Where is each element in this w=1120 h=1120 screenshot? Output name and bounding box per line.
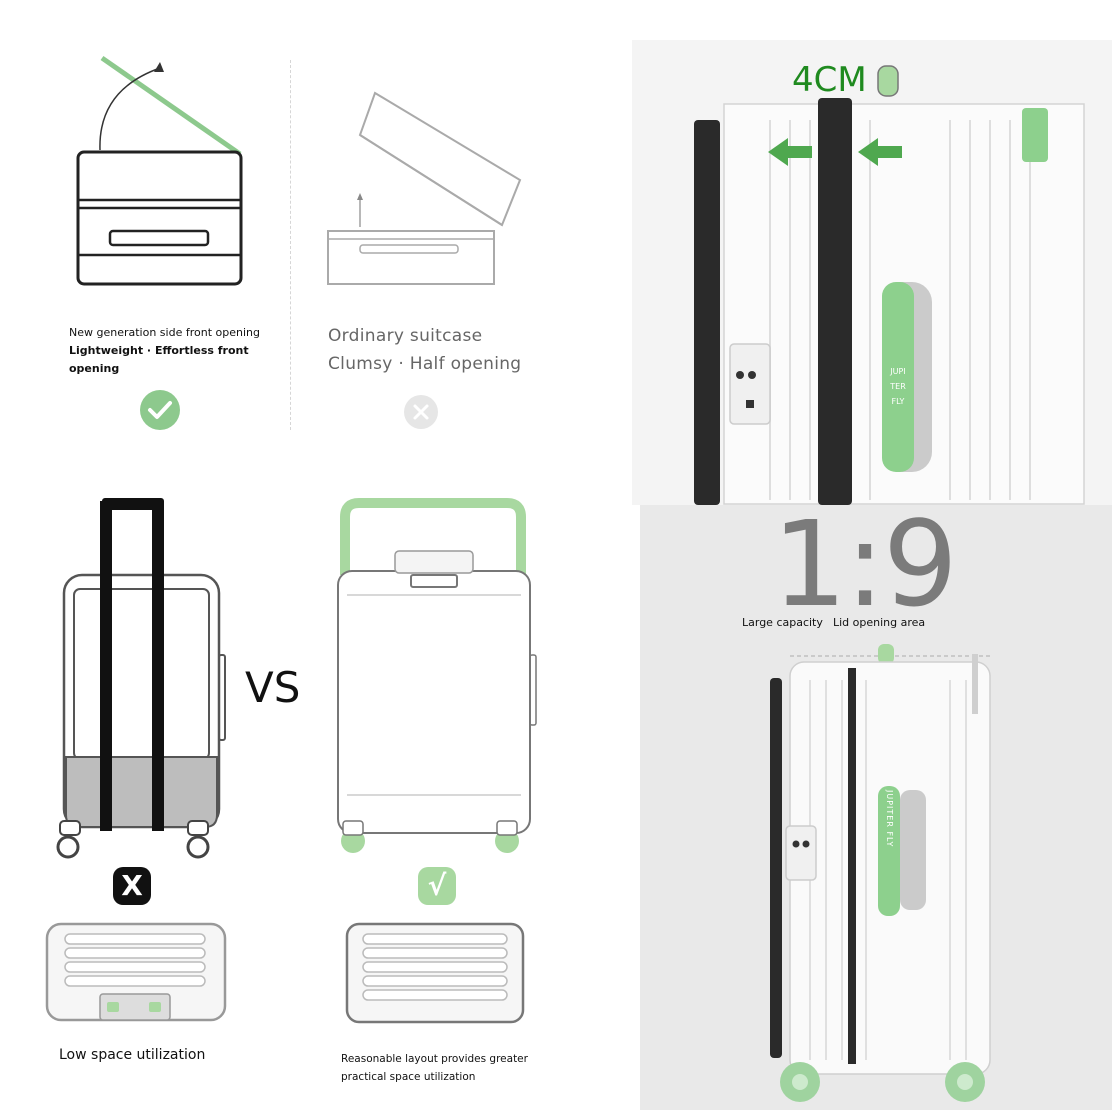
center-frame <box>848 668 856 1064</box>
new-suitcase-diagram <box>337 498 537 853</box>
opening-arc <box>99 67 161 151</box>
case-handle <box>108 229 210 247</box>
center-frame <box>818 98 852 505</box>
cross-circle-icon <box>404 395 438 429</box>
brand-line: JUPI <box>890 367 906 376</box>
trolley-bar-right <box>152 501 164 831</box>
tsa-lock <box>729 343 771 425</box>
front-frame <box>694 120 720 505</box>
case-handle <box>359 244 459 254</box>
wheel <box>186 835 210 859</box>
side-handle <box>878 786 900 916</box>
large-capacity-label: Large capacity <box>742 616 823 629</box>
caption-line: practical space utilization <box>341 1071 476 1083</box>
new-interior-diagram <box>345 922 525 1024</box>
front-frame <box>770 678 782 1058</box>
brand-text: JUPITER FLY <box>885 790 894 848</box>
case-base <box>327 230 495 285</box>
ratio-figure: 1:9 <box>772 495 958 633</box>
conventional-suitcase-diagram <box>56 498 226 859</box>
case-body <box>76 150 243 286</box>
top-handle <box>877 65 899 97</box>
check-circle-icon <box>140 390 180 430</box>
ordinary-opening-diagram <box>327 91 522 285</box>
width-label: 4CM <box>792 60 867 100</box>
tsa-lock <box>785 825 817 881</box>
reasonable-layout-caption: Reasonable layout provides greater pract… <box>341 1050 561 1086</box>
caption-line: New generation side front opening <box>69 326 260 339</box>
top-handle <box>878 644 894 664</box>
low-space-caption: Low space utilization <box>59 1047 206 1063</box>
corner-guard <box>1022 108 1048 162</box>
shaded-bottom <box>65 756 218 828</box>
side-handle <box>882 282 914 472</box>
wheel <box>56 835 80 859</box>
good-mark-icon: √ <box>418 867 456 905</box>
brand-line: TER <box>890 382 906 391</box>
arc-arrowhead <box>154 62 164 72</box>
green-trolley <box>340 498 526 575</box>
side-handle-recess <box>900 790 926 910</box>
suitcase-photo-top <box>694 65 1085 505</box>
front-opening-caption: New generation side front opening Lightw… <box>69 324 279 378</box>
trolley-top <box>102 498 164 510</box>
brand-line: FLY <box>891 397 905 406</box>
caption-line: Ordinary suitcase <box>328 326 483 346</box>
trolley-housing <box>99 993 171 1021</box>
handle-brand-vertical: JUPITER FLY <box>881 790 897 910</box>
caption-line: Reasonable layout provides greater <box>341 1053 528 1065</box>
vs-label: VS <box>245 663 301 712</box>
arrow-left-icon <box>768 138 812 166</box>
column-divider <box>290 60 291 430</box>
trolley-bar-left <box>100 501 112 831</box>
open-lid <box>358 91 522 227</box>
case-shell <box>337 570 531 834</box>
ordinary-caption: Ordinary suitcase Clumsy · Half opening <box>328 322 548 378</box>
bad-mark-icon: X <box>113 867 151 905</box>
front-opening-diagram <box>76 55 243 286</box>
arrow-right-icon <box>858 138 902 166</box>
suitcase-photo-bottom <box>770 644 991 1102</box>
caption-line: Lightweight · Effortless front <box>69 344 249 357</box>
caption-line: opening <box>69 362 120 375</box>
handle-brand-text: JUPI TER FLY <box>882 364 914 409</box>
caption-line: Clumsy · Half opening <box>328 354 522 374</box>
conventional-interior-diagram <box>45 922 227 1022</box>
lid-opening-label: Lid opening area <box>833 616 926 629</box>
open-lid-line <box>100 55 242 157</box>
